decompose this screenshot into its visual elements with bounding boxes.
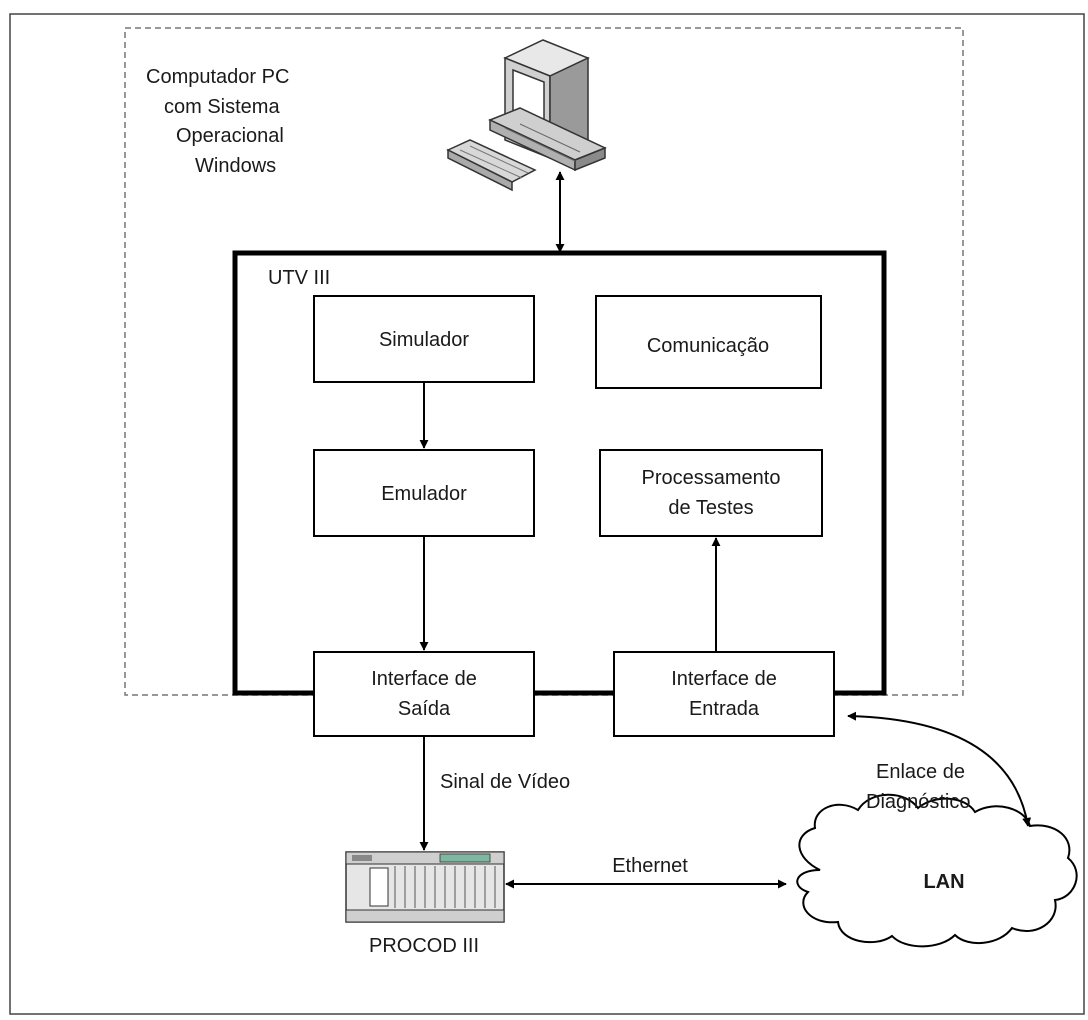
simulador-box (313, 295, 535, 383)
processamento-label-line-2: de Testes (668, 497, 753, 519)
ethernet-label: Ethernet (612, 855, 688, 877)
interface-entrada-box (613, 651, 835, 737)
interface-saida-label-line-2: Saída (398, 698, 451, 720)
pc-label-line-3: Operacional (176, 125, 284, 147)
procod-rack-icon (345, 851, 505, 923)
emulador-box (313, 449, 535, 537)
diagnostic-label-line-2: Diagnóstico (866, 791, 971, 813)
procod-label: PROCOD III (369, 935, 479, 957)
interface-entrada-label-line-2: Entrada (689, 698, 760, 720)
computer-icon (446, 39, 607, 192)
simulador-label: Simulador (379, 329, 469, 351)
interface-saida-label-line-1: Interface de (371, 668, 477, 690)
outer-frame (9, 13, 1085, 1015)
pc-label-line-2: com Sistema (164, 96, 280, 118)
pc-label-line-4: Windows (195, 155, 276, 177)
processamento-label-line-1: Processamento (642, 467, 781, 489)
processamento-box (599, 449, 823, 537)
comunicacao-label: Comunicação (647, 335, 769, 357)
lan-label: LAN (923, 871, 964, 893)
utv-label: UTV III (268, 267, 330, 289)
pc-label-line-1: Computador PC (146, 66, 289, 88)
emulador-label: Emulador (381, 483, 467, 505)
diagnostic-link-arrow (847, 711, 1032, 827)
video-signal-label: Sinal de Vídeo (440, 771, 570, 793)
comunicacao-box (595, 295, 822, 389)
utv-box (232, 250, 887, 696)
diagnostic-label-line-1: Enlace de (876, 761, 965, 783)
interface-entrada-label-line-1: Interface de (671, 668, 777, 690)
interface-saida-box (313, 651, 535, 737)
